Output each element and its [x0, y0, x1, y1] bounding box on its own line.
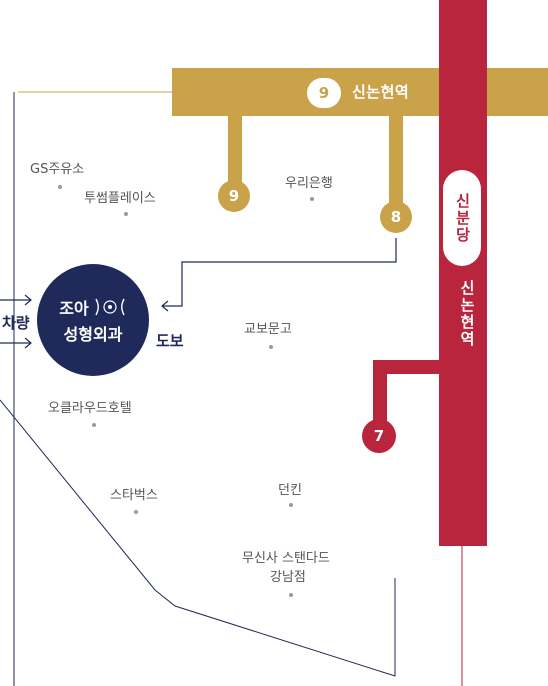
exit8-marker: 8	[380, 201, 412, 233]
sinbundang-bar	[439, 0, 487, 546]
exit8-connector	[389, 116, 403, 208]
sinbundang-station-name: 신논현역	[458, 280, 476, 348]
line9-badge: 9	[307, 78, 341, 108]
walk-label: 도보	[156, 332, 184, 350]
walk-route-line	[163, 238, 397, 307]
place-oakwood-dot	[92, 423, 96, 427]
place-musinsa-line2: 강남점	[270, 570, 306, 585]
car-label: 차량	[2, 314, 30, 332]
exit7-marker: 7	[362, 419, 396, 453]
place-starbucks: 스타벅스	[110, 488, 158, 503]
clinic-logo-icon	[95, 298, 125, 316]
clinic-name-line1: 조아	[59, 299, 89, 318]
sinbundang-pill: 신분당	[443, 170, 481, 266]
place-dunkin-dot	[289, 503, 293, 507]
place-kyobo-dot	[269, 345, 273, 349]
lower-road-line	[0, 399, 396, 677]
clinic-marker: 조아 성형외과	[37, 264, 149, 376]
walk-arrow-head	[161, 300, 169, 312]
place-oakwood-hotel: 오클라우드호텔	[48, 401, 132, 416]
place-dunkin: 던킨	[278, 483, 302, 498]
exit9-marker: 9	[218, 180, 250, 212]
place-woori-dot	[310, 197, 314, 201]
exit7-connector-h	[373, 360, 439, 374]
exit9-connector	[228, 116, 242, 184]
place-gs-dot	[58, 185, 62, 189]
place-gs-station: GS주유소	[30, 162, 85, 177]
exit7-connector-v	[373, 360, 387, 422]
place-musinsa-dot	[289, 593, 293, 597]
line9-station-name: 신논현역	[352, 83, 410, 101]
car-arrow-bottom-head	[24, 337, 32, 349]
place-woori-bank: 우리은행	[285, 176, 333, 191]
place-twosome: 투썸플레이스	[84, 191, 156, 206]
place-twosome-dot	[124, 212, 128, 216]
place-kyobo: 교보문고	[244, 322, 292, 337]
clinic-name-line2: 성형외과	[63, 325, 123, 344]
place-musinsa-line1: 무신사 스탠다드	[242, 551, 330, 566]
place-starbucks-dot	[134, 510, 138, 514]
car-arrow-top-head	[24, 294, 32, 306]
